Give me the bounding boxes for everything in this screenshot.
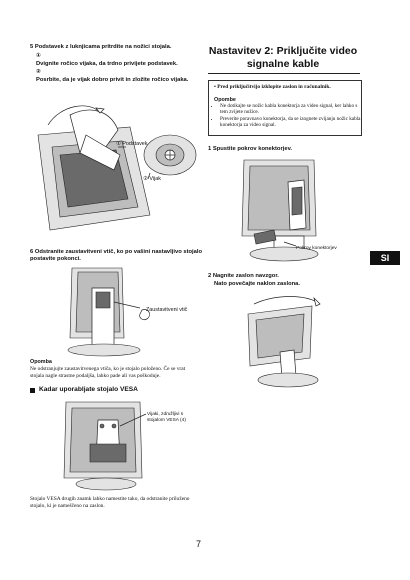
stopper-removal-illustration — [67, 267, 150, 357]
step5-title: 5 Podstavek z luknjicama pritrdite na no… — [30, 44, 172, 50]
label-vesa-screws: Vijaki, združljivi s stojalom VESA (4) — [147, 412, 186, 423]
label-podstavek: ① Podstavek — [116, 141, 148, 147]
stand-assembly-illustration — [37, 105, 197, 231]
connector-cover-illustration — [241, 159, 319, 262]
step5-sub2-number: ② — [36, 69, 41, 75]
list-item: Ne dotikajte se nožic kabla konektorja z… — [220, 103, 361, 116]
note-title: Opomba — [30, 359, 52, 365]
tilt-illustration — [247, 296, 321, 388]
vesa-screws-illustration — [63, 401, 147, 491]
vesa-text: Stojalo VESA drugih znamk lahko namestit… — [30, 496, 190, 509]
label-zaustavitveni-vtic: Zaustavitveni vtič — [146, 307, 188, 313]
note-text: Ne odstranjujte zaustavitvenega vtiča, k… — [30, 366, 186, 379]
page-number: 7 — [196, 539, 202, 549]
list-item: Preverite poravnavo konektorja, da se iz… — [220, 116, 361, 129]
notes-title: Opombe — [214, 97, 236, 103]
label-pokrov-konektorjev: Pokrov konektorjev — [296, 246, 337, 251]
section-bullet — [30, 388, 35, 393]
vesa-heading: Kadar uporabljate stojalo VESA — [39, 386, 138, 393]
warning-box: • Pred priključitvijo izklopite zaslon i… — [208, 80, 362, 136]
step1-title: 1 Spustite pokrov konektorjev. — [208, 146, 292, 152]
step5-sub1-text: Dvignite ročico vijaka, da trdno privije… — [36, 61, 178, 67]
step2-subtitle: Nato povečajte naklon zaslona. — [214, 281, 301, 287]
label-vijak: ② Vijak — [143, 176, 161, 182]
section-heading: Nastavitev 2: Priključite video signalne… — [208, 45, 358, 70]
notes-list: Ne dotikajte se nožic kabla konektorja z… — [212, 103, 361, 129]
step2-title: 2 Nagnite zaslon navzgor. — [208, 273, 279, 279]
warning-text: Pred priključitvijo izklopite zaslon in … — [217, 84, 331, 90]
step6-title: 6 Odstranite zaustavitveni vtič, ko po v… — [30, 249, 203, 263]
step5-sub1-number: ① — [36, 53, 41, 59]
warning-line: • Pred priključitvijo izklopite zaslon i… — [214, 84, 331, 90]
heading-rule — [208, 73, 360, 74]
step5-sub2-text: Posrbite, da je vijak dobro privit in zl… — [36, 77, 189, 83]
language-tab: SI — [370, 251, 400, 265]
